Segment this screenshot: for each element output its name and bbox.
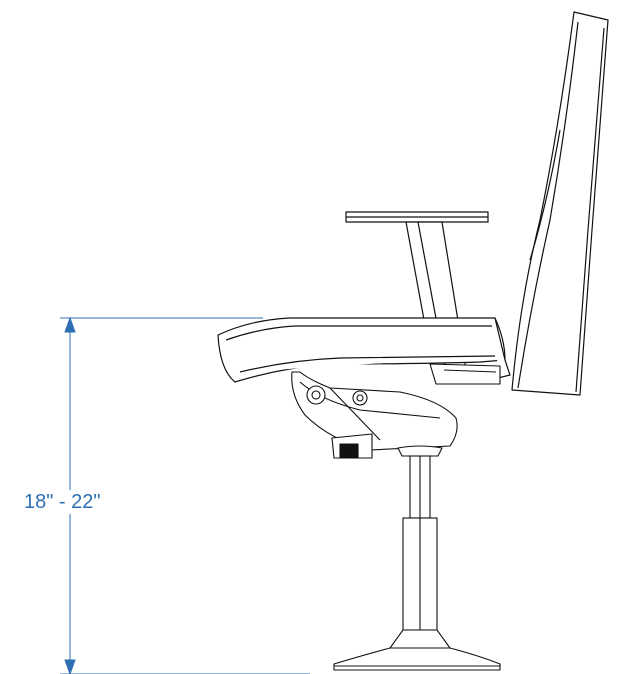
height-range-label: 18" - 22" [22,490,103,514]
seat-mechanism [291,363,501,459]
seat-cushion [217,317,511,383]
gas-cylinder [397,445,443,631]
chair-base [333,629,501,671]
dimension-arrow-top [64,316,76,333]
chair-backrest [511,11,609,396]
dimension-arrow-bottom [64,659,76,674]
